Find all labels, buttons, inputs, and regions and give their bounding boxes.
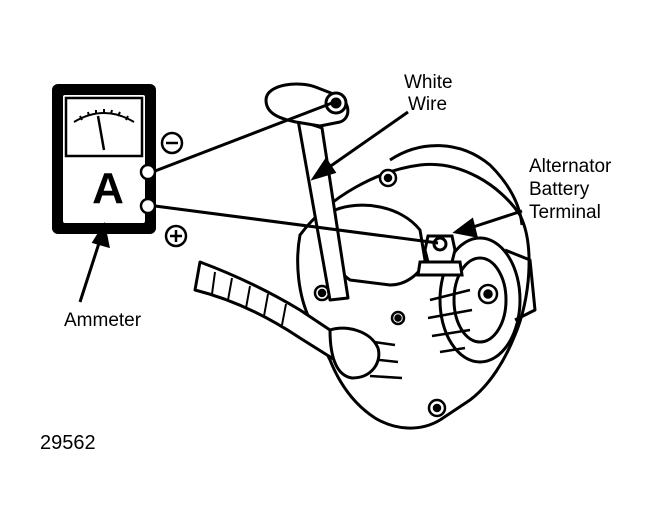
negative-lead — [154, 101, 333, 173]
meter-scale — [73, 109, 135, 123]
minus-in-circle-icon — [160, 131, 184, 155]
meter-letter: A — [92, 164, 124, 213]
alternator-bolts — [313, 168, 499, 418]
negative-terminal — [139, 163, 157, 181]
plus-in-circle-icon — [164, 224, 188, 248]
ammeter-label: Ammeter — [64, 310, 142, 331]
meter-needle — [96, 115, 106, 151]
ammeter — [52, 84, 157, 234]
terminal-arrowhead — [452, 217, 479, 238]
test-leads — [154, 101, 439, 245]
wire-harness-conduit — [193, 260, 381, 380]
figure-number: 29562 — [40, 432, 96, 454]
terminal-label-line3: Terminal — [529, 202, 601, 223]
white-wire-label-line2: Wire — [408, 94, 448, 115]
white-wire — [264, 82, 350, 302]
terminal-label-line1: Alternator — [529, 156, 612, 177]
white-wire-arrowhead — [310, 157, 337, 181]
white-wire-label-line1: White — [404, 72, 453, 93]
leader-arrows — [78, 110, 523, 303]
positive-lead — [154, 204, 439, 245]
ammeter-arrowhead — [91, 222, 110, 249]
terminal-label-line2: Battery — [529, 179, 590, 200]
positive-terminal — [139, 197, 157, 215]
